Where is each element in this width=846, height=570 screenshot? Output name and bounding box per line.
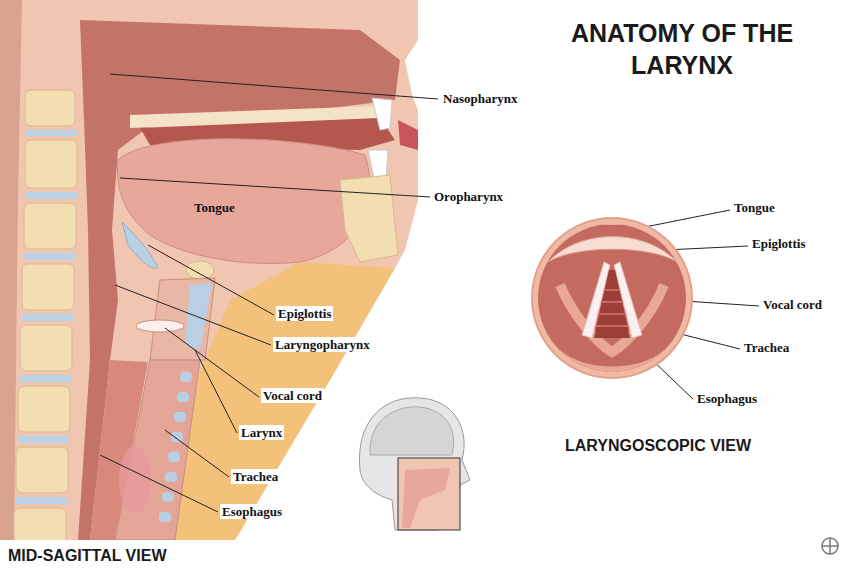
leader-lines — [165, 328, 259, 397]
laryngoscopic-illustration — [530, 218, 700, 380]
part-label: Trachea — [231, 469, 280, 484]
leader-lines — [665, 246, 748, 250]
spine — [18, 436, 70, 443]
laryngoscopic-illustration — [530, 220, 700, 380]
vocal-cord — [136, 320, 184, 332]
spine — [25, 130, 77, 136]
part-label: Tongue — [732, 200, 777, 215]
part-label: Laryngopharynx — [273, 337, 372, 352]
leader-lines — [100, 74, 759, 512]
trachea-rings — [171, 432, 183, 442]
trachea-rings — [159, 512, 171, 522]
laryngoscopic-illustration — [596, 325, 628, 327]
spine — [14, 90, 77, 540]
neck-tissue — [150, 262, 395, 540]
view-caption: MID-SAGITTAL VIEW — [8, 546, 167, 565]
tongue — [117, 139, 369, 264]
laryngoscopic-illustration — [548, 237, 677, 263]
part-label: Larynx — [239, 425, 284, 440]
inset-head — [402, 468, 450, 528]
inset-head — [359, 398, 470, 530]
publisher-logo — [822, 538, 838, 554]
part-label: Trachea — [742, 340, 791, 355]
part-label: Tongue — [192, 200, 237, 215]
leader-lines — [115, 285, 271, 345]
laryngoscopic-illustration — [604, 289, 620, 291]
publisher-logo — [829, 538, 831, 554]
view-caption: LARYNGOSCOPIC VIEW — [565, 436, 751, 455]
spine — [20, 325, 72, 371]
spine — [25, 90, 75, 126]
leader-lines — [640, 210, 730, 228]
laryngoscopic-illustration — [545, 350, 680, 380]
sagittal-illustration — [0, 0, 418, 540]
laryngoscopic-illustration — [594, 270, 630, 338]
spine — [22, 314, 74, 321]
thyroid-gland — [119, 446, 151, 514]
spine — [25, 140, 77, 188]
epiglottis — [122, 222, 158, 268]
spine — [24, 253, 76, 260]
spine — [20, 375, 72, 382]
trachea-rings — [168, 452, 180, 462]
trachea-rings — [162, 492, 174, 502]
teeth — [368, 98, 392, 180]
leader-lines — [100, 455, 218, 512]
spine — [24, 203, 76, 249]
part-label: Epiglottis — [750, 236, 807, 251]
publisher-logo — [822, 538, 838, 554]
mandible — [340, 175, 398, 262]
spine — [22, 264, 74, 310]
spine — [18, 386, 70, 432]
hyoid-bone — [186, 261, 214, 279]
spine — [16, 447, 68, 493]
thyroid-cartilage — [185, 283, 212, 350]
diagram-title: ANATOMY OF THE LARYNX — [562, 17, 802, 81]
trachea-rings — [165, 472, 177, 482]
inset-head — [370, 407, 454, 455]
trachea-rings — [174, 412, 186, 422]
leader-lines — [165, 430, 229, 477]
trachea-rings — [180, 372, 192, 382]
leader-lines — [120, 178, 430, 197]
leader-lines — [195, 350, 237, 433]
part-label: Esophagus — [695, 391, 759, 406]
airway — [78, 20, 400, 540]
lips — [398, 120, 418, 150]
part-label: Esophagus — [220, 504, 284, 519]
inset-head — [359, 398, 470, 530]
part-label: Vocal cord — [261, 388, 324, 403]
spine — [14, 508, 66, 540]
trachea-rings — [159, 372, 192, 522]
part-label: Nasopharynx — [441, 91, 519, 106]
part-label: Epiglottis — [276, 306, 333, 321]
laryngoscopic-illustration — [530, 220, 700, 380]
head-tissue — [0, 0, 418, 540]
part-label: Oropharynx — [432, 189, 505, 204]
trachea-rings — [177, 392, 189, 402]
leader-lines — [110, 74, 438, 99]
inset-head — [398, 458, 460, 530]
part-label: Vocal cord — [761, 297, 824, 312]
spine — [25, 192, 77, 199]
spine — [16, 497, 68, 504]
laryngoscopic-illustration — [598, 313, 626, 315]
laryngoscopic-illustration — [596, 290, 628, 326]
laryngoscopic-illustration — [601, 301, 623, 303]
teeth — [372, 98, 392, 130]
larynx — [150, 278, 215, 360]
